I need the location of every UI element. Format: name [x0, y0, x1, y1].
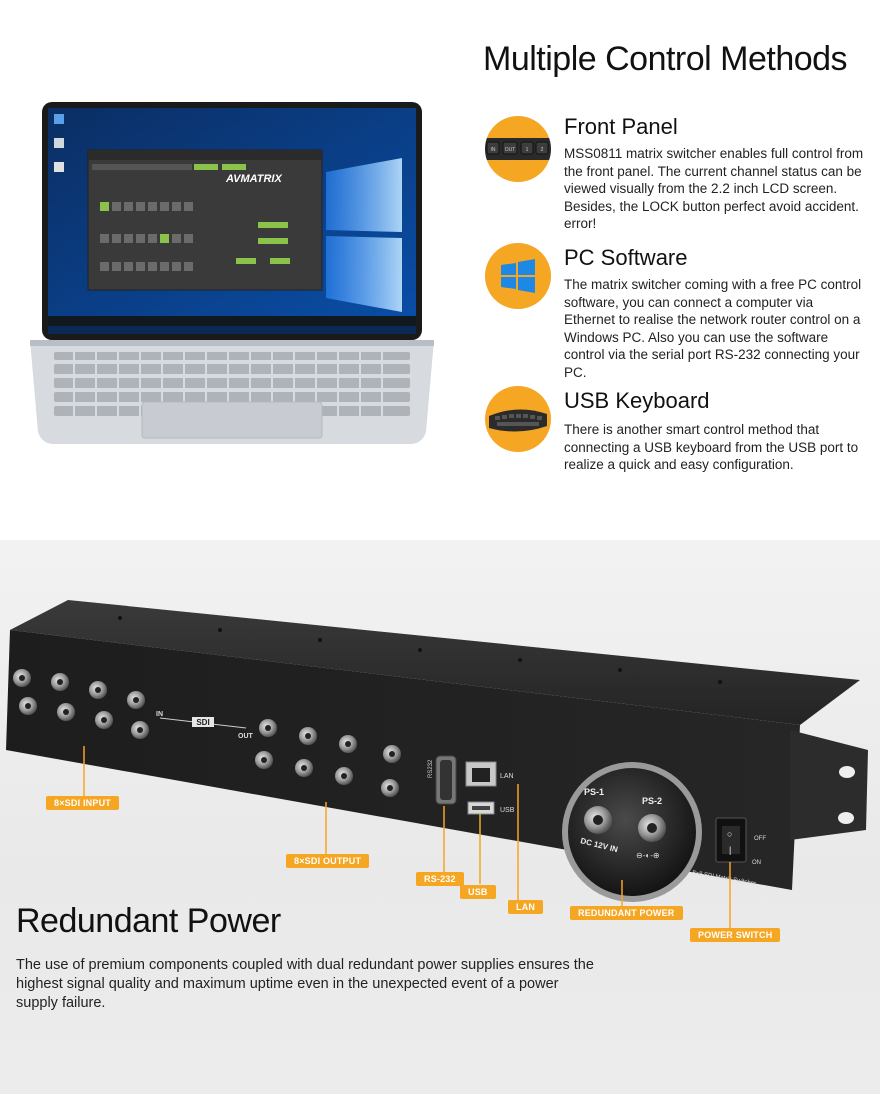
rs232-callout: RS-232 — [416, 872, 464, 886]
keyboard-icon — [485, 386, 551, 452]
sdi-label: SDI — [196, 718, 209, 727]
ps1-label: PS-1 — [584, 787, 604, 797]
sdi-output-connectors — [255, 719, 401, 797]
usb-device-label: USB — [500, 807, 515, 814]
windows-logo-icon — [485, 243, 551, 309]
brand-logo: AVMATRIX — [225, 173, 282, 185]
matrix-switcher-rear-illustration: SDI IN OUT RS232 LAN USB PS-1 PS-2 DC 12… — [6, 600, 868, 928]
svg-text:⊖-◐-⊕: ⊖-◐-⊕ — [636, 851, 660, 860]
power-switch-callout: POWER SWITCH — [690, 928, 781, 942]
control-methods-title: Multiple Control Methods — [483, 40, 848, 78]
pc-software-text: The matrix switcher coming with a free P… — [564, 277, 862, 380]
in-label: IN — [156, 711, 163, 718]
svg-text:2: 2 — [541, 147, 544, 153]
front-panel-text: MSS0811 matrix switcher enables full con… — [564, 146, 864, 231]
svg-text:OUT: OUT — [505, 147, 516, 153]
usb-keyboard-title: USB Keyboard — [564, 388, 710, 413]
svg-text:○: ○ — [727, 829, 732, 839]
on-label: ON — [752, 860, 761, 866]
off-label: OFF — [754, 836, 766, 842]
svg-text:|: | — [729, 845, 731, 855]
front-panel-buttons-icon: IN OUT 1 2 — [485, 116, 551, 182]
out-label: OUT — [238, 733, 254, 740]
control-methods-section: AVMATRIX Multiple Control Methods — [0, 0, 880, 540]
svg-text:IN: IN — [491, 147, 496, 153]
laptop-image: AVMATRIX — [30, 102, 434, 452]
redundant-power-text: The use of premium components coupled wi… — [16, 957, 594, 1011]
lan-device-label: LAN — [500, 773, 514, 780]
sdi-input-connectors — [13, 669, 149, 739]
ps2-label: PS-2 — [642, 796, 662, 806]
pc-software-title: PC Software — [564, 245, 688, 270]
laptop-illustration: AVMATRIX — [30, 102, 434, 444]
redundant-power-callout: REDUNDANT POWER — [570, 906, 683, 920]
svg-text:1: 1 — [526, 147, 529, 153]
usb-keyboard-text: There is another smart control method th… — [564, 422, 859, 472]
usb-callout: USB — [460, 885, 496, 899]
lan-callout: LAN — [508, 900, 544, 914]
redundant-power-section: SDI IN OUT RS232 LAN USB PS-1 PS-2 DC 12… — [0, 540, 880, 1094]
redundant-power-title: Redundant Power — [16, 902, 281, 940]
rs232-device-label: RS232 — [428, 759, 434, 778]
sdi-input-callout: 8×SDI INPUT — [46, 796, 119, 810]
sdi-output-callout: 8×SDI OUTPUT — [286, 854, 370, 868]
front-panel-title: Front Panel — [564, 114, 678, 139]
